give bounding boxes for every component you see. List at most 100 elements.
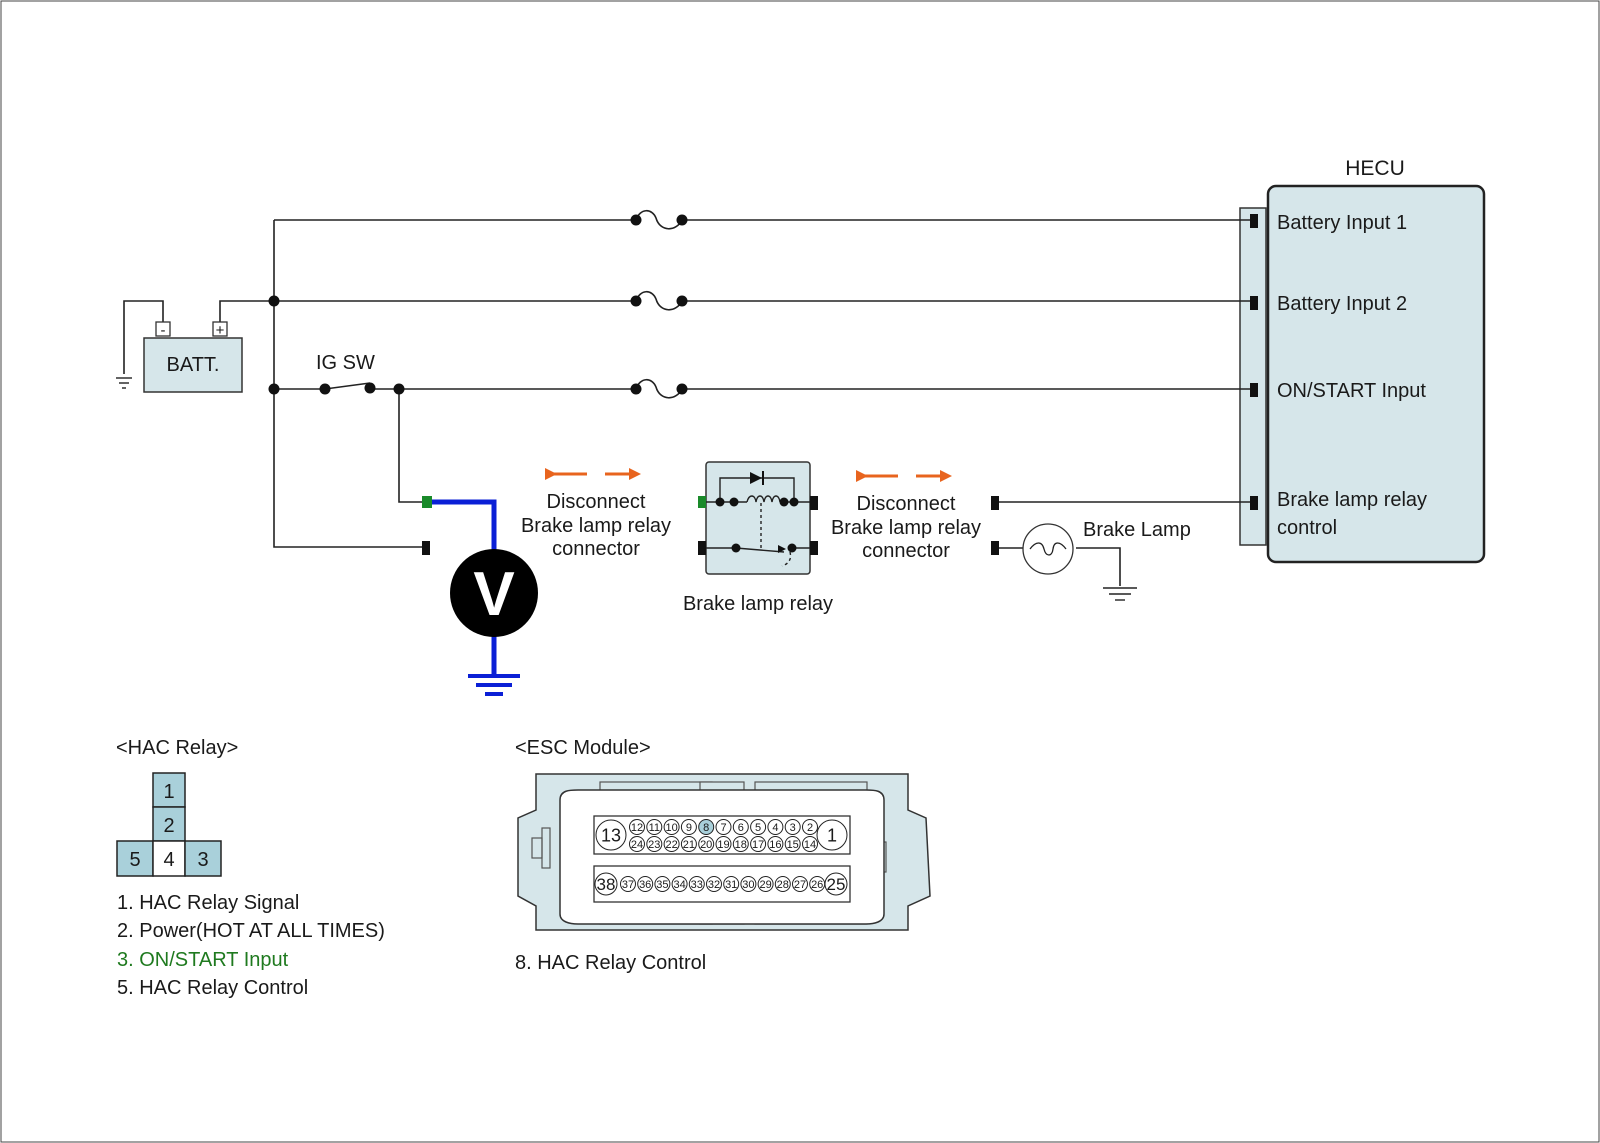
esc-pin-37-label: 37 <box>622 879 634 891</box>
disconnect-left: Disconnect Brake lamp relay connector <box>521 468 671 560</box>
esc-pin-24 <box>629 836 645 852</box>
hac-legend-3: 3. ON/START Input <box>117 949 289 971</box>
fuse-3 <box>635 378 683 399</box>
junction-dots <box>268 214 688 395</box>
hac-legend-5: 5. HAC Relay Control <box>117 977 308 999</box>
esc-pin-35 <box>654 876 671 892</box>
esc-pin-2-label: 2 <box>807 822 813 834</box>
fuse-2 <box>635 290 683 311</box>
brake-lamp-label: Brake Lamp <box>1083 519 1191 541</box>
esc-pin-38 <box>594 872 618 896</box>
esc-pin-23 <box>646 836 663 852</box>
green-terminal-left <box>422 496 432 508</box>
voltmeter-symbol: V <box>473 560 514 629</box>
battery-positive-terminal <box>212 321 228 337</box>
hecu-title: HECU <box>1345 157 1405 180</box>
esc-pin-24-label: 24 <box>631 839 643 851</box>
hac-pin-3 <box>184 840 222 877</box>
voltmeter: V <box>422 496 538 696</box>
esc-pin-13 <box>595 819 627 851</box>
brake-lamp-relay: Brake lamp relay <box>683 461 833 615</box>
esc-pin-25-label: 25 <box>827 875 846 894</box>
battery: - + BATT. <box>143 321 243 393</box>
esc-pin-17 <box>750 836 767 852</box>
esc-pin-4 <box>767 819 784 835</box>
esc-pin-21 <box>680 836 697 852</box>
hac-relay-title: <HAC Relay> <box>116 737 238 759</box>
fuse-1 <box>635 209 683 230</box>
hecu-body <box>1266 184 1486 564</box>
esc-pin-8-label: 8 <box>703 822 709 834</box>
brake-lamp: Brake Lamp <box>1022 519 1191 575</box>
esc-pin-36 <box>637 876 654 892</box>
battery-negative-terminal <box>155 321 171 337</box>
esc-pin-6 <box>732 819 749 835</box>
relay-terminal-green <box>698 496 706 508</box>
wire-lamp-ground <box>1076 547 1121 586</box>
hac-pin-4 <box>152 840 186 877</box>
esc-pin-28 <box>774 876 791 892</box>
hecu-terminal-3 <box>1250 383 1258 397</box>
esc-pin-38-label: 38 <box>597 875 616 894</box>
battery-plus-sign: + <box>216 322 225 339</box>
ground-battery <box>116 377 132 389</box>
esc-pin-22-label: 22 <box>665 839 677 851</box>
hac-legend-1: 1. HAC Relay Signal <box>117 892 299 914</box>
terminal-left-lower <box>422 541 430 555</box>
esc-pin-2 <box>802 819 818 835</box>
esc-pin-33-label: 33 <box>691 879 703 891</box>
esc-pin-18-label: 18 <box>735 839 747 851</box>
relay-terminal-right-lower <box>810 541 818 555</box>
esc-pin-20-label: 20 <box>700 839 712 851</box>
esc-pin-10-label: 10 <box>665 822 677 834</box>
esc-pin-37 <box>620 876 636 892</box>
hac-pin-2-label: 2 <box>163 815 174 837</box>
hecu-connector-strip <box>1239 207 1267 546</box>
esc-pin-14 <box>802 836 818 852</box>
esc-pin-33 <box>688 876 705 892</box>
ig-switch-blade <box>324 382 371 390</box>
esc-pin-3 <box>784 819 801 835</box>
probe-ground <box>468 674 520 696</box>
disconnect-left-line3: connector <box>552 538 640 560</box>
esc-pin-27-label: 27 <box>794 879 806 891</box>
esc-pin-4-label: 4 <box>772 822 778 834</box>
esc-pin-15-label: 15 <box>787 839 799 851</box>
bus-wire <box>273 220 428 548</box>
battery-negative-wire <box>123 300 164 374</box>
esc-pin-26 <box>809 876 826 892</box>
esc-pin-9 <box>680 819 697 835</box>
esc-pin-13-label: 13 <box>601 825 621 845</box>
esc-pin-5-label: 5 <box>755 822 761 834</box>
esc-pin-27 <box>792 876 808 892</box>
hac-pin-2 <box>152 806 186 842</box>
esc-pin-16-label: 16 <box>769 839 781 851</box>
esc-pin-12 <box>629 819 645 835</box>
esc-pin-31 <box>723 876 740 892</box>
brake-lamp-relay-label: Brake lamp relay <box>683 593 833 615</box>
hac-pin-4-label: 4 <box>163 849 174 871</box>
disconnect-right: Disconnect Brake lamp relay connector <box>831 470 981 562</box>
lamp-bulb <box>1022 523 1074 575</box>
esc-pin-7 <box>715 819 732 835</box>
esc-pin-19 <box>715 836 732 852</box>
wire-battery-input-2-a <box>219 300 636 330</box>
battery-body <box>143 337 243 393</box>
esc-pin-11-label: 11 <box>649 822 660 834</box>
esc-pin-34 <box>671 876 688 892</box>
hecu-terminal-1 <box>1250 214 1258 228</box>
esc-pin-1 <box>816 819 848 851</box>
wires <box>123 209 1250 586</box>
battery-minus-sign: - <box>161 322 166 339</box>
esc-pin-29-label: 29 <box>759 879 771 891</box>
hac-pin-1-label: 1 <box>163 781 174 803</box>
hecu-pin-battery-input-1: Battery Input 1 <box>1277 212 1407 234</box>
esc-pin-12-label: 12 <box>631 822 643 834</box>
esc-pin-10 <box>663 819 680 835</box>
esc-pin-26-label: 26 <box>811 879 823 891</box>
